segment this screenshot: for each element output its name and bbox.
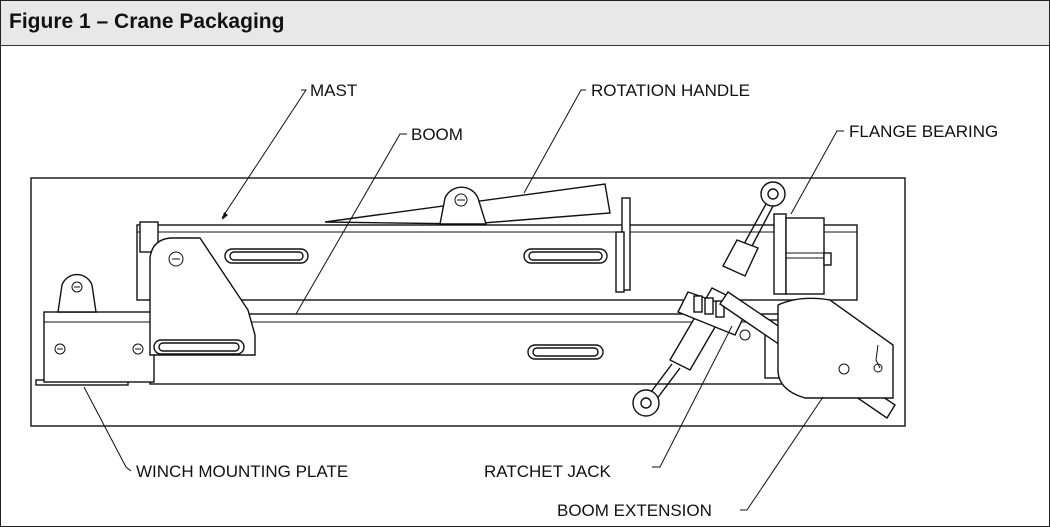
title-bar: Figure 1 – Crane Packaging xyxy=(1,1,1049,46)
mast-arrow xyxy=(222,212,228,220)
boom-leader xyxy=(295,133,407,315)
mast-leader xyxy=(221,89,307,219)
boom-extension-part xyxy=(777,297,894,399)
flange-bearing-leader xyxy=(790,130,844,215)
label-mast: MAST xyxy=(310,81,357,100)
packaging-crate xyxy=(30,177,906,427)
label-winch-mounting-plate: WINCH MOUNTING PLATE xyxy=(136,462,348,481)
boom-extension-leader xyxy=(740,396,824,511)
label-ratchet-jack: RATCHET JACK xyxy=(484,462,612,481)
label-rotation-handle: ROTATION HANDLE xyxy=(591,81,750,100)
label-flange-bearing: FLANGE BEARING xyxy=(849,122,998,141)
ratchet-jack-leader xyxy=(652,325,733,468)
label-boom-extension: BOOM EXTENSION xyxy=(557,501,712,520)
flange-bearing-part xyxy=(773,213,832,295)
figure-title: Figure 1 – Crane Packaging xyxy=(9,10,285,33)
leader-lines xyxy=(83,89,844,511)
winch-mounting-plate-part xyxy=(35,237,256,386)
rotation-handle-leader xyxy=(523,89,586,194)
rotation-handle-part xyxy=(324,183,611,225)
label-boom: BOOM xyxy=(411,125,463,144)
winch-plate-leader xyxy=(83,386,132,472)
